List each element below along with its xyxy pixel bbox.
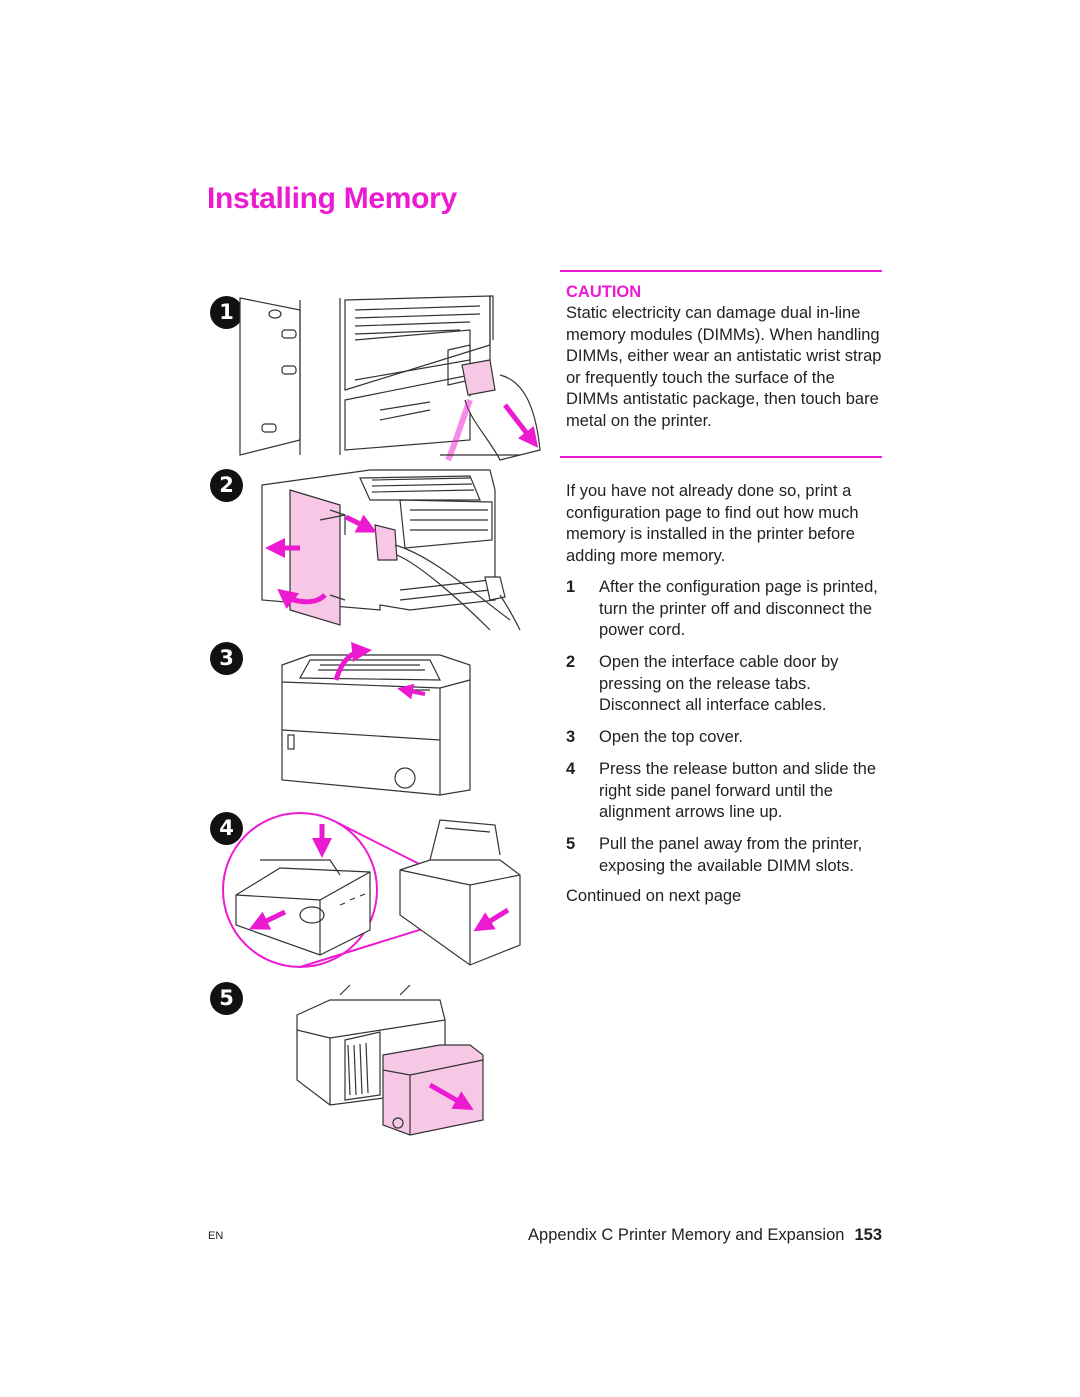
- arrow-icon: [503, 403, 539, 448]
- arrow-icon: [473, 907, 510, 932]
- step-list: 1 After the configuration page is printe…: [566, 577, 884, 888]
- page-title: Installing Memory: [207, 182, 457, 215]
- step-item: 4 Press the release button and slide the…: [566, 759, 884, 824]
- caution-rule-bottom: [560, 456, 882, 458]
- arrow-icon: [397, 683, 426, 700]
- arrow-icon: [248, 909, 287, 930]
- footer-language: EN: [208, 1230, 224, 1242]
- step-number: 3: [566, 728, 576, 746]
- figure-number-1: 1: [210, 296, 243, 329]
- step-text: Pull the panel away from the printer, ex…: [599, 835, 863, 875]
- caution-rule-top: [560, 270, 882, 272]
- step-number: 4: [566, 760, 576, 778]
- step-text: Press the release button and slide the r…: [599, 760, 877, 821]
- figure-number-2: 2: [210, 469, 243, 502]
- arrow-icon: [428, 1082, 474, 1110]
- footer-section: Appendix C Printer Memory and Expansion 1…: [528, 1226, 882, 1245]
- intro-paragraph: If you have not already done so, print a…: [566, 482, 859, 565]
- step-text: Open the interface cable door by pressin…: [599, 653, 839, 714]
- arrow-icon: [333, 642, 372, 681]
- caution-label: CAUTION: [566, 283, 642, 301]
- step-text: After the configuration page is printed,…: [599, 578, 878, 639]
- step-number: 2: [566, 653, 576, 671]
- step-text: Open the top cover.: [599, 728, 744, 746]
- caution-text: Static electricity can damage dual in-li…: [566, 304, 882, 430]
- figure-number-3: 3: [210, 642, 243, 675]
- printer-side-illustration: [261, 469, 521, 631]
- step-number: 1: [566, 578, 576, 596]
- step-item: 1 After the configuration page is printe…: [566, 577, 884, 642]
- step-number: 5: [566, 835, 576, 853]
- printer-zoom-illustration: [222, 812, 521, 968]
- step-item: 3 Open the top cover.: [566, 727, 884, 749]
- arrow-icon: [344, 514, 377, 533]
- figure-number-5: 5: [210, 982, 243, 1015]
- continued-note: Continued on next page: [566, 887, 742, 905]
- step-item: 2 Open the interface cable door by press…: [566, 652, 884, 717]
- step-item: 5 Pull the panel away from the printer, …: [566, 834, 884, 877]
- arrow-icon: [277, 588, 327, 610]
- printer-open-illustration: [296, 984, 484, 1136]
- page-number: 153: [854, 1226, 882, 1244]
- figure-number-4: 4: [210, 812, 243, 845]
- printer-front-illustration: [281, 654, 471, 796]
- footer-section-title: Appendix C Printer Memory and Expansion: [528, 1226, 845, 1244]
- printer-back-illustration: [239, 295, 541, 462]
